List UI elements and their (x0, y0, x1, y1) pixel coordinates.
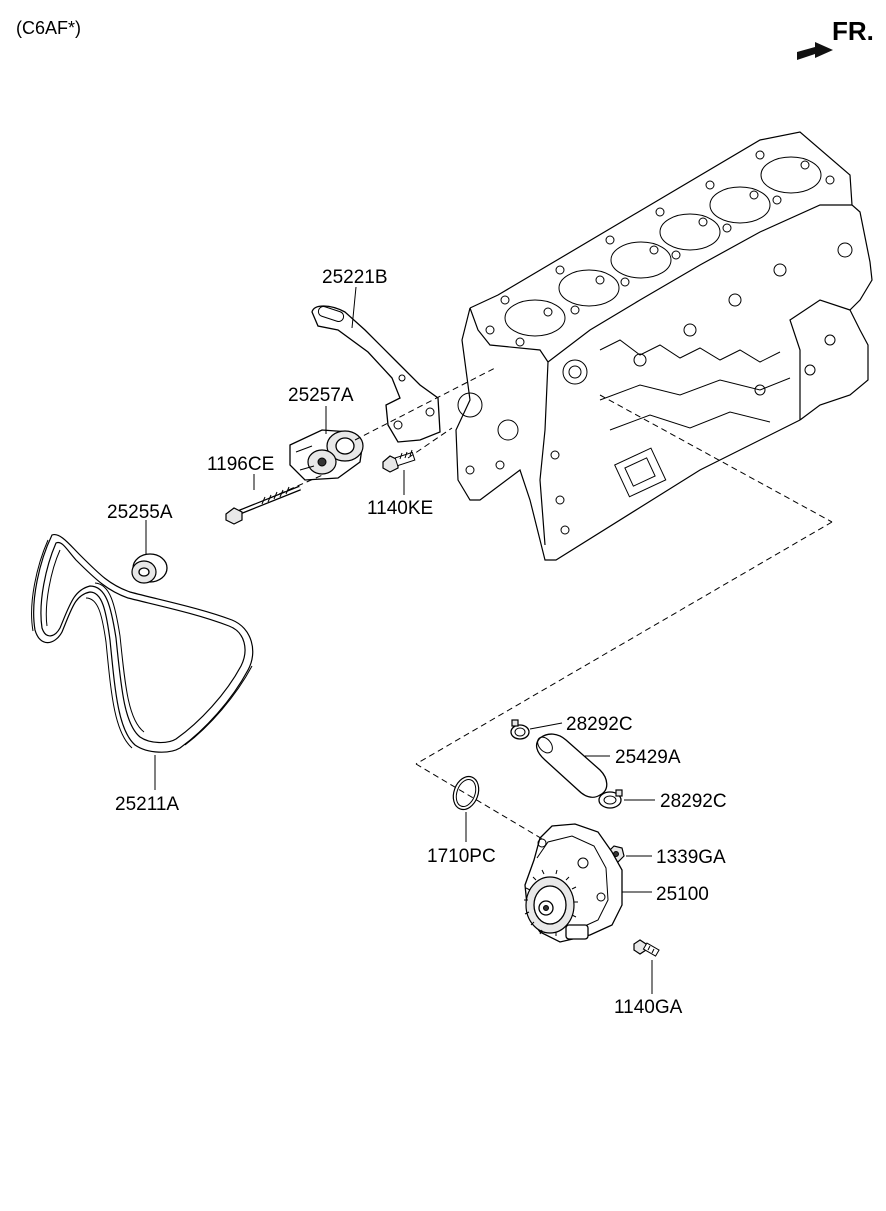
model-code: (C6AF*) (16, 18, 81, 38)
tensioner-bolt-part (225, 485, 301, 525)
label-pump-bolt: 1140GA (614, 997, 683, 1018)
label-idler-pulley: 25255A (107, 502, 173, 523)
label-bracket-bolt: 1140KE (367, 498, 433, 519)
front-arrow-icon (797, 42, 833, 60)
leader-lines (145, 286, 655, 994)
v-belt-part (31, 533, 254, 753)
engine-block (455, 131, 873, 561)
idler-pulley-part (131, 553, 168, 584)
bracket-bolt-part (382, 449, 416, 473)
hose-part (535, 733, 608, 798)
pump-bolt-part (633, 939, 660, 957)
front-indicator-label: FR. (832, 16, 874, 46)
clamp-upper-part (510, 719, 530, 740)
label-gasket: 1710PC (427, 846, 496, 867)
label-tensioner-bolt: 1196CE (207, 454, 274, 475)
label-v-belt: 25211A (115, 794, 179, 815)
label-water-pump: 25100 (656, 884, 709, 905)
clamp-lower-part (598, 789, 623, 809)
bracket-part (311, 305, 441, 443)
label-hose: 25429A (615, 747, 681, 768)
label-clamp-upper: 28292C (566, 714, 633, 735)
tensioner-part (289, 429, 364, 481)
label-nut: 1339GA (656, 847, 726, 868)
label-tensioner: 25257A (288, 385, 354, 406)
label-bracket: 25221B (322, 267, 388, 288)
water-pump-part (524, 823, 623, 943)
label-clamp-lower: 28292C (660, 791, 727, 812)
gasket-part (452, 775, 480, 811)
assembly-guide-lines (269, 367, 833, 841)
